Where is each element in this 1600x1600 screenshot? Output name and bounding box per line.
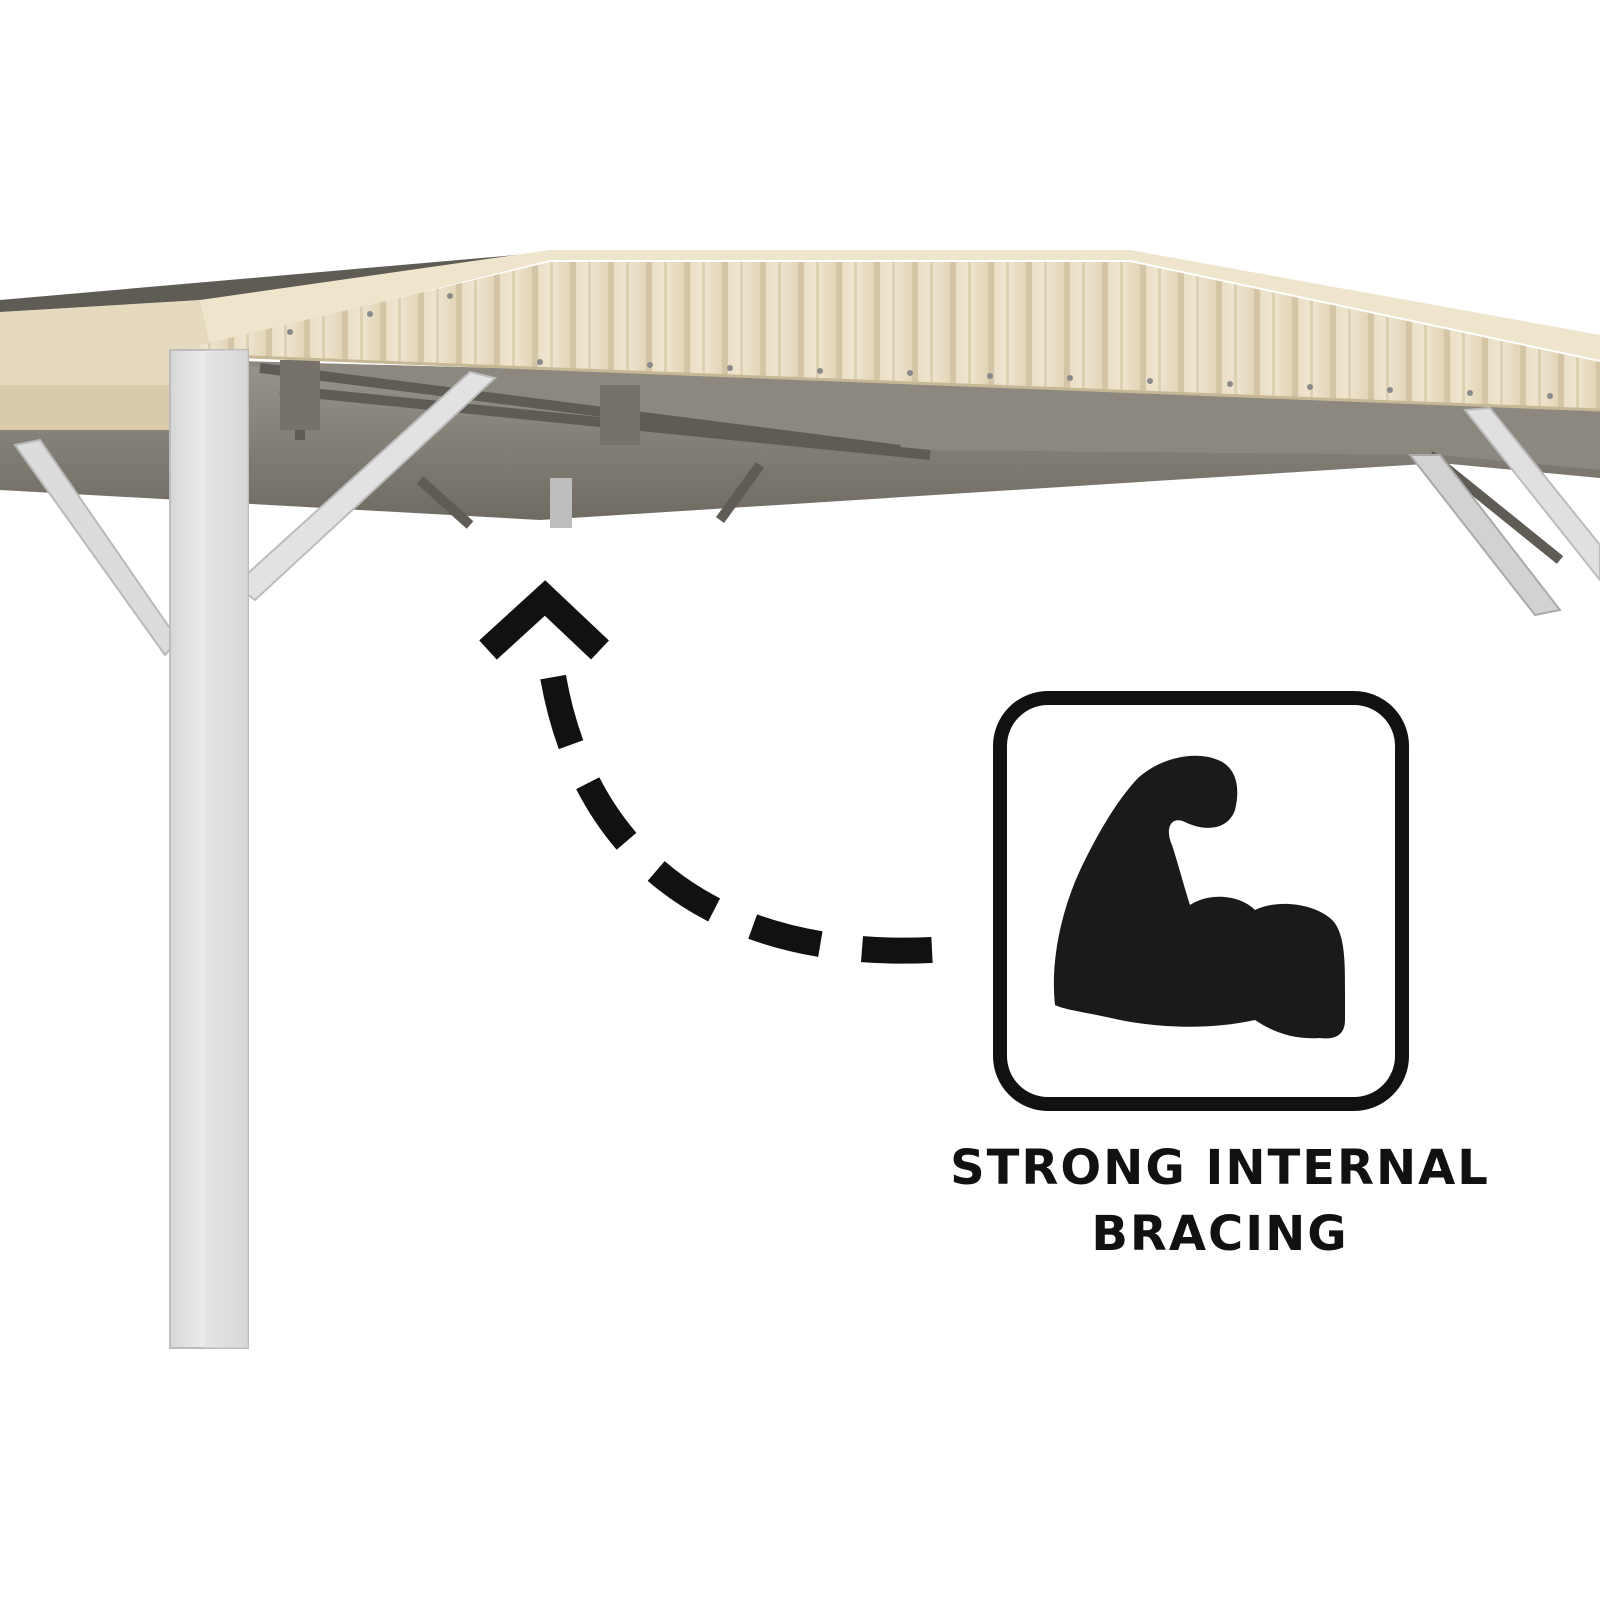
caption-line-2: BRACING: [1091, 1206, 1349, 1262]
support-post: [169, 349, 249, 1349]
roof-panels: [0, 250, 1600, 430]
truss-detail: [280, 360, 640, 528]
feature-caption: STRONG INTERNAL BRACING: [880, 1135, 1560, 1267]
knee-braces: [13, 370, 1600, 657]
caption-line-1: STRONG INTERNAL: [950, 1140, 1490, 1196]
flexed-bicep-icon: [993, 691, 1409, 1111]
dashed-curved-arrow-icon: [479, 580, 933, 964]
